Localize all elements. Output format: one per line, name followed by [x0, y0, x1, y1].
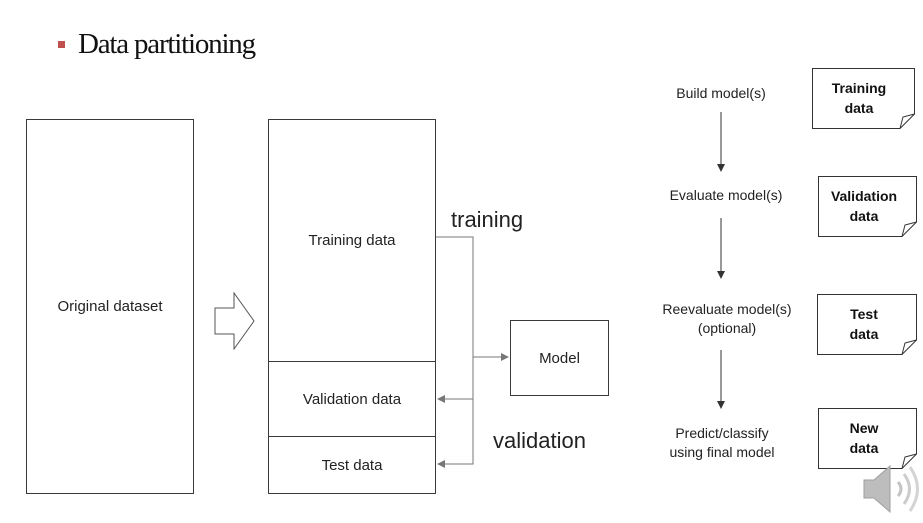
speaker-icon[interactable]: [862, 462, 922, 518]
step-evaluate-model: Evaluate model(s): [641, 186, 811, 205]
step-line: Reevaluate model(s): [662, 301, 792, 317]
model-label: Model: [539, 349, 580, 367]
original-dataset-label: Original dataset: [57, 298, 163, 315]
card-line: Validation: [830, 188, 898, 204]
new-data-card-shape: [818, 408, 917, 469]
card-line: Training: [831, 80, 887, 96]
hollow-right-arrow-icon: [214, 292, 255, 350]
new-data-card: New data: [818, 418, 910, 458]
step-build-model: Build model(s): [641, 84, 801, 103]
validation-data-card: Validation data: [818, 186, 910, 226]
training-to-model-connector: [436, 236, 509, 361]
validation-flow-label: validation: [493, 428, 586, 453]
step-line: Build model(s): [676, 85, 766, 101]
step-line: (optional): [697, 320, 757, 336]
card-line: data: [849, 440, 879, 456]
card-line: Test: [850, 306, 878, 322]
card-line: data: [849, 326, 879, 342]
training-data-partition: Training data: [268, 119, 436, 362]
slide-title-row: Data partitioning: [58, 26, 256, 62]
model-box: Model: [510, 320, 609, 396]
slide-title: Data partitioning: [78, 27, 256, 60]
test-data-partition: Test data: [268, 436, 436, 494]
training-flow-label: training: [451, 207, 524, 232]
step-line: Predict/classify: [675, 425, 769, 441]
validation-data-label: Validation data: [302, 390, 402, 408]
training-data-label: Training data: [308, 232, 396, 249]
test-data-card: Test data: [817, 304, 911, 344]
original-dataset-box: Original dataset: [26, 119, 194, 494]
step-line: Evaluate model(s): [669, 187, 783, 203]
card-line: New: [849, 420, 879, 436]
step-reevaluate-model: Reevaluate model(s) (optional): [641, 300, 813, 338]
card-line: data: [849, 208, 879, 224]
card-line: data: [844, 100, 874, 116]
title-bullet: [58, 40, 65, 48]
training-data-card: Training data: [812, 78, 906, 118]
step-predict-classify: Predict/classify using final model: [641, 424, 803, 462]
training-data-card-shape: [812, 68, 915, 129]
test-data-card-shape: [817, 294, 917, 355]
validation-data-partition: Validation data: [268, 361, 436, 437]
step-line: using final model: [669, 444, 775, 460]
validation-data-card-shape: [818, 176, 917, 237]
model-to-test-connector: [437, 357, 474, 468]
test-data-label: Test data: [321, 456, 383, 474]
